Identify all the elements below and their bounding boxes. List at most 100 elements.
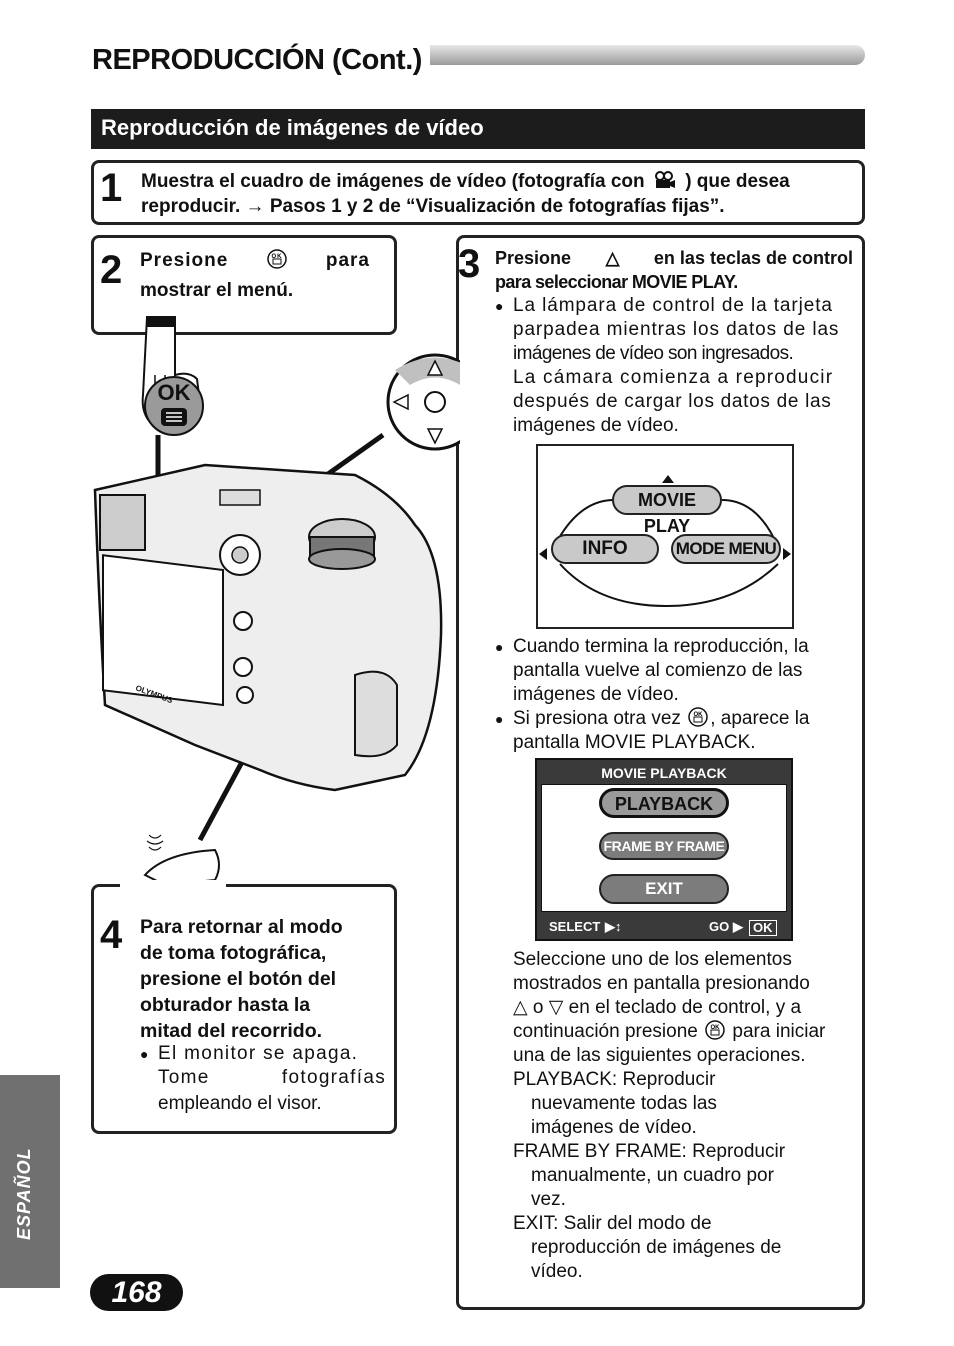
section-bar [91, 109, 865, 149]
step3-line1-b: en las teclas de control [653, 248, 853, 268]
page-title: REPRODUCCIÓN (Cont.) [92, 44, 430, 77]
playback-option[interactable]: PLAYBACK [599, 788, 729, 818]
step3-p-l3-b: en el teclado de control, y a [568, 997, 802, 1018]
step3-line1-a: Presione [495, 248, 572, 268]
step4-box [91, 884, 397, 1134]
camera-body: OLYMPUS [93, 463, 443, 792]
step1-line2-end: Pasos 1 y 2 de “Visualización de fotogra… [269, 196, 725, 217]
svg-text:OK: OK [158, 380, 191, 405]
movie-play-option[interactable]: MOVIE PLAY [612, 485, 722, 536]
movie-menu-screen: MOVIE PLAY INFO MODE MENU [536, 444, 794, 629]
step4-b-l3: empleando el visor. [158, 1093, 322, 1114]
step3-line2: para seleccionar MOVIE PLAY. [495, 272, 738, 292]
step3-d1-l3: imágenes de vídeo. [531, 1117, 697, 1138]
bullet-dot-icon: ● [495, 639, 504, 655]
step4-l5: mitad del recorrido. [140, 1020, 323, 1042]
step3-d3-l2: reproducción de imágenes de [531, 1237, 782, 1258]
triangle-down-icon: ▽ [548, 997, 564, 1018]
step3-number: 3 [458, 242, 481, 286]
camera-illustration: OK OLYMPUS [93, 316, 460, 904]
step2-line2: mostrar el menú. [140, 280, 294, 301]
page-number: 168 [111, 1276, 162, 1309]
step3-p-l4-b: para iniciar [732, 1021, 826, 1042]
go-arrow-icon: ▶ [733, 919, 743, 934]
language-tab [0, 1075, 60, 1288]
step4-b-l2-a: Tome [158, 1067, 210, 1088]
step3-b1-l4: La cámara comienza a reproducir [513, 367, 834, 388]
step3-b3-l1-a: Si presiona otra vez [513, 708, 681, 729]
bullet-dot-icon: ● [495, 298, 504, 314]
frame-by-frame-option[interactable]: FRAME BY FRAME [599, 832, 729, 860]
step3-p-l3-a: o [532, 997, 544, 1018]
step2-line1-b: para [325, 250, 370, 271]
playback-screen-footer: SELECT ▶↕ GO ▶ OK [541, 917, 787, 937]
footer-ok-label: OK [749, 920, 777, 936]
movie-playback-screen: MOVIE PLAYBACK PLAYBACK FRAME BY FRAME E… [535, 758, 793, 941]
step2-box [91, 235, 397, 335]
ok-menu-icon: OK [705, 1020, 725, 1040]
step3-b2-l2: pantalla vuelve al comienzo de las [513, 660, 803, 681]
step3-d3-l1: EXIT: Salir del modo de [513, 1213, 712, 1234]
step3-d2-l3: vez. [531, 1189, 566, 1210]
arrow-right-icon: → [245, 196, 265, 217]
step4-l3: presione el botón del [140, 968, 337, 990]
step2-number: 2 [100, 248, 123, 292]
section-title: Reproducción de imágenes de vídeo [101, 115, 484, 140]
step3-b2-l3: imágenes de vídeo. [513, 684, 679, 705]
step3-b2-l1: Cuando termina la reproducción, la [513, 636, 809, 657]
ok-menu-icon: OK [267, 249, 287, 269]
step1-line2: reproducir. → Pasos 1 y 2 de “Visualizac… [141, 195, 725, 219]
svg-text:OK: OK [694, 712, 704, 718]
step4-b-l2-b: fotografías [281, 1067, 386, 1088]
movie-camera-icon [654, 171, 676, 189]
bullet-dot-icon: ● [495, 711, 504, 727]
exit-option[interactable]: EXIT [599, 874, 729, 904]
step3-p-l3: △ o ▽ en el teclado de control, y a [513, 996, 801, 1020]
playback-screen-title: MOVIE PLAYBACK [601, 765, 727, 781]
page-number-badge [90, 1274, 183, 1311]
triangle-up-icon: △ [513, 997, 528, 1018]
step4-box-notch [120, 880, 226, 888]
mode-menu-option[interactable]: MODE MENU [671, 534, 781, 564]
step4-number: 4 [100, 913, 123, 957]
step3-b1-l5: después de cargar los datos de las [513, 391, 832, 412]
step4-l1: Para retornar al modo [140, 916, 343, 938]
footer-select-label: SELECT [549, 919, 601, 934]
bullet-dot-icon: ● [140, 1046, 149, 1062]
step3-p-l4-a: continuación presione [513, 1021, 698, 1042]
step3-p-l4: continuación presione OK para iniciar [513, 1020, 825, 1044]
step3-d2-l2: manualmente, un cuadro por [531, 1165, 774, 1186]
step1-line1-text: Muestra el cuadro de imágenes de vídeo (… [141, 171, 645, 192]
footer-go-label: GO [709, 919, 730, 934]
info-option[interactable]: INFO [551, 534, 659, 564]
control-pad-icon [386, 353, 460, 451]
step4-b-l2: Tome fotografías [158, 1066, 386, 1090]
step1-number: 1 [100, 166, 123, 210]
step3-b1-l6: imágenes de vídeo. [513, 415, 679, 436]
step1-box [91, 160, 865, 225]
step3-p-l5: una de las siguientes operaciones. [513, 1045, 806, 1066]
step1-line1: Muestra el cuadro de imágenes de vídeo (… [141, 170, 790, 194]
step1-line1-end: ) que desea [685, 171, 790, 192]
step3-b1-l3: imágenes de vídeo son ingresados. [513, 343, 794, 364]
step3-p-l2: mostrados en pantalla presionando [513, 973, 810, 994]
step3-line1: Presione △ en las teclas de control [495, 246, 853, 270]
step2-line1: Presione OK para [140, 249, 370, 273]
step3-b1-l2: parpadea mientras los datos de las [513, 319, 840, 340]
step3-d3-l3: vídeo. [531, 1261, 583, 1282]
language-label: ESPAÑOL [14, 1147, 34, 1240]
ok-menu-icon: OK [688, 707, 708, 727]
step3-b1-l1: La lámpara de control de la tarjeta [513, 295, 833, 316]
step3-b3-l1: Si presiona otra vez OK , aparece la [513, 707, 810, 731]
svg-text:OK: OK [272, 254, 283, 260]
ok-button-icon: OK [144, 376, 204, 436]
triangle-up-icon: △ [605, 248, 620, 268]
step1-line2-text: reproducir. [141, 196, 241, 217]
step3-d1-l2: nuevamente todas las [531, 1093, 717, 1114]
step4-b-l1: El monitor se apaga. [158, 1043, 359, 1064]
step4-l4: obturador hasta la [140, 994, 311, 1016]
step2-line1-a: Presione [140, 250, 229, 271]
step3-d1-l1: PLAYBACK: Reproducir [513, 1069, 716, 1090]
step3-d2-l1: FRAME BY FRAME: Reproducir [513, 1141, 786, 1162]
svg-text:OK: OK [711, 1025, 721, 1031]
